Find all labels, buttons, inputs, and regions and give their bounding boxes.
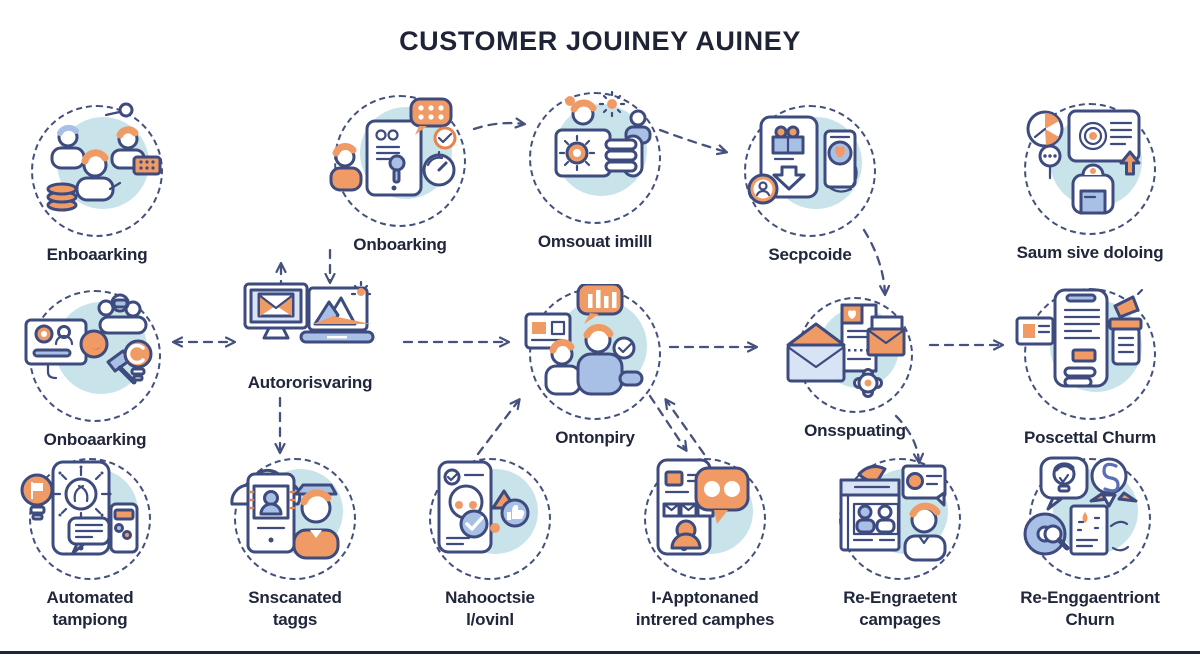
- people-chat-check-icon: [524, 284, 644, 396]
- dashed-circle: [1015, 288, 1156, 420]
- dashed-circle: [644, 458, 766, 580]
- dashed-circle: [1023, 456, 1151, 580]
- monitor-laptop-chart-icon: [243, 280, 375, 344]
- cluster-label: Re-Enggaentriont Churn: [1020, 588, 1160, 630]
- cluster-label: Enboaarking: [46, 245, 148, 264]
- dashed-circle: [1024, 103, 1156, 235]
- phone-bottle-megaphone-icon: [1015, 288, 1144, 388]
- cluster-onboaarking: Onboaarking: [10, 290, 180, 451]
- dashed-circle: [230, 458, 356, 580]
- cluster-re-engraetent-campages: Re-Engraetent campages: [815, 458, 985, 632]
- cluster-label: Autororisvaring: [247, 373, 373, 392]
- cluster-omsouat-imilll: Omsouat imilll: [510, 90, 680, 253]
- card-gear-hand-icon: [554, 90, 652, 178]
- cluster-label: Onsspuating: [804, 421, 906, 440]
- dashed-circle: [24, 290, 161, 422]
- bulb-disc-doc-icon: [1023, 456, 1138, 556]
- phone-scan-person-icon: [230, 468, 340, 560]
- cluster-label: Nahooctsie l/ovinl: [445, 588, 535, 630]
- dashed-circle: [429, 458, 551, 580]
- dashed-circle: [31, 102, 163, 237]
- dashed-circle: [529, 90, 661, 224]
- tablet-network-bulb-icon: [20, 460, 139, 556]
- cluster-label: I-Apptonaned intrered camphes: [635, 588, 775, 630]
- cluster-enboaarking: Enboaarking: [12, 102, 182, 266]
- cluster-label: Re-Engraetent campages: [843, 588, 957, 630]
- people-coins-icon: [46, 102, 162, 212]
- cluster-label: Omsouat imilll: [537, 232, 653, 251]
- phone-approve-thumb-icon: [437, 460, 530, 554]
- cluster-label: Secpcoide: [768, 245, 852, 264]
- gift-download-phone-icon: [747, 115, 858, 205]
- bottom-border-line: [0, 651, 1200, 654]
- cluster-label: Ontonpiry: [555, 428, 635, 447]
- cluster-ontonpiry: Ontonpiry: [510, 284, 680, 449]
- cluster-label: Poscettal Churm: [1023, 428, 1157, 447]
- phone-bot-chat-icon: [656, 458, 750, 556]
- diagram-title: CUSTOMER JOUINEY AUINEY: [399, 26, 801, 56]
- cluster-nahooctsie-lovinl: Nahooctsie l/ovinl: [405, 458, 575, 632]
- cluster-onboarking: Onboarking: [315, 95, 485, 256]
- dashed-circle: [329, 95, 466, 227]
- cluster-automated-tampiong: Automated tampiong: [5, 458, 175, 632]
- dashed-circle: [744, 105, 876, 237]
- cluster-snscanated-taggs: Snscanated taggs: [210, 458, 380, 632]
- cluster-saum-sive-doloing: Saum sive doloing: [1005, 103, 1175, 264]
- cluster-onsspuating: Onsspuating: [770, 297, 940, 442]
- cluster-label: Onboaarking: [43, 430, 147, 449]
- screen-gavel-bulb-icon: [24, 293, 153, 385]
- cluster-label: Automated tampiong: [46, 588, 134, 630]
- tablet-chat-timer-icon: [329, 97, 457, 197]
- cluster-poscettal-churm: Poscettal Churm: [1005, 288, 1175, 449]
- cluster-i-apptonaned: I-Apptonaned intrered camphes: [620, 458, 790, 632]
- cluster-autororisvaring: Autororisvaring: [225, 280, 395, 394]
- dashed-circle: [524, 284, 661, 420]
- cluster-label: Snscanated taggs: [248, 588, 342, 630]
- target-screen-pie-icon: [1026, 109, 1141, 215]
- dashed-circle: [20, 458, 151, 580]
- cluster-label: Saum sive doloing: [1016, 243, 1164, 262]
- dashed-circle: [786, 297, 913, 413]
- book-people-card-icon: [839, 464, 947, 562]
- dashed-circle: [839, 458, 961, 580]
- cluster-label: Onboarking: [353, 235, 447, 254]
- envelopes-receipt-icon: [786, 303, 906, 398]
- cluster-re-enggaentriont-churn: Re-Enggaentriont Churn: [1005, 456, 1175, 632]
- cluster-secpcoide: Secpcoide: [725, 105, 895, 266]
